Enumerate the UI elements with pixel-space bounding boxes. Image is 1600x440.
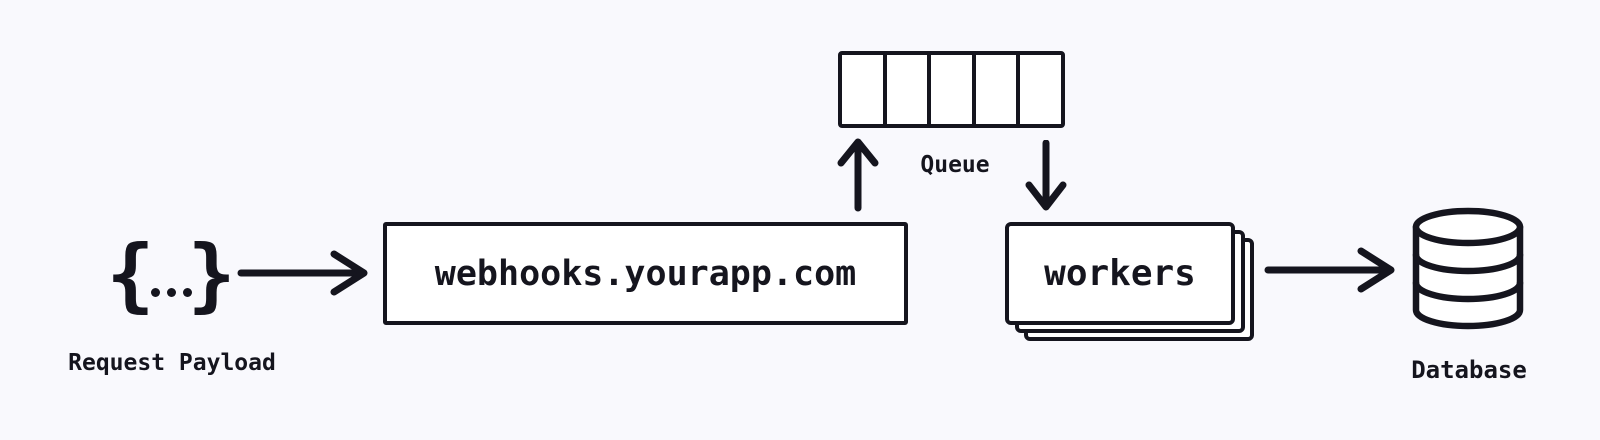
request-payload-label: Request Payload [68, 350, 276, 376]
database-divider [1412, 251, 1524, 275]
workers-label: workers [1044, 253, 1196, 294]
workers-node: workers [1005, 222, 1257, 344]
arrow-payload-to-webhook [237, 250, 368, 296]
queue-cell [971, 55, 1017, 124]
webhook-endpoint-node: webhooks.yourapp.com [383, 222, 908, 325]
dot [166, 287, 176, 297]
arrow-head [330, 250, 368, 296]
arrow-webhook-to-queue [837, 138, 879, 212]
worker-card: workers [1005, 222, 1235, 325]
arrow-workers-to-database [1264, 247, 1395, 293]
queue-cell [882, 55, 928, 124]
arrow-head [1357, 247, 1395, 293]
brace-open: { [106, 228, 155, 321]
queue-node [838, 51, 1065, 128]
queue-cell [927, 55, 972, 124]
ellipsis-dots-icon [150, 287, 192, 297]
database-body [1412, 223, 1524, 330]
queue-cell [842, 55, 883, 124]
database-cylinder-icon [1412, 207, 1524, 330]
arrow-head [1025, 181, 1067, 211]
arrow-head [837, 138, 879, 167]
queue-label: Queue [920, 152, 990, 178]
queue-cell [1016, 55, 1061, 124]
dot [150, 287, 160, 297]
database-top [1412, 207, 1524, 247]
database-divider [1412, 279, 1524, 303]
dot [182, 287, 192, 297]
json-payload-icon: { } [105, 228, 237, 322]
webhook-endpoint-label: webhooks.yourapp.com [434, 253, 857, 294]
arrow-queue-to-workers [1025, 140, 1067, 211]
database-label: Database [1411, 356, 1527, 384]
brace-close: } [187, 228, 236, 321]
